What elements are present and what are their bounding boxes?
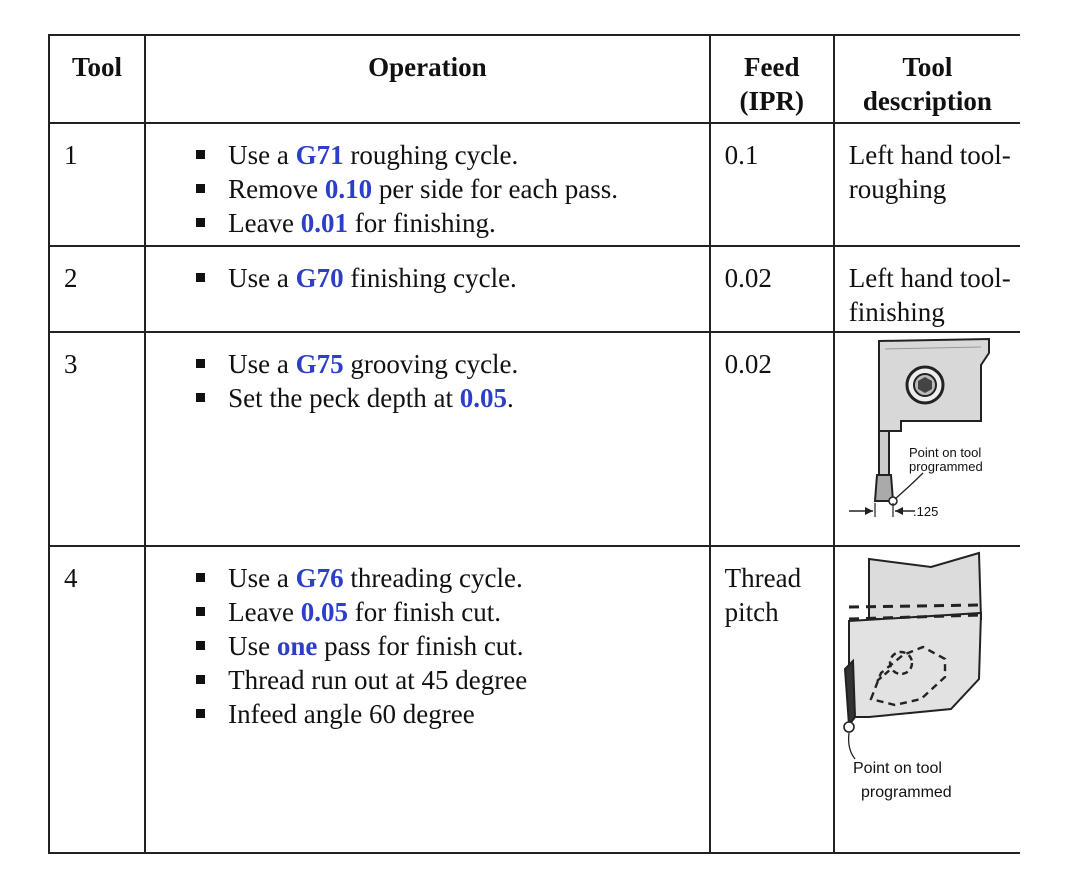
grooving-tool-figure: Point on tool programmed .125: [848, 337, 990, 519]
figure-label: Point on tool: [909, 445, 981, 460]
threading-tool-figure: Point on tool programmed: [842, 551, 982, 801]
operation-item: Use a G71 roughing cycle.: [188, 138, 709, 172]
operation-item: Use a G75 grooving cycle.: [188, 347, 709, 381]
tool-number: 3: [47, 331, 147, 547]
figure-label: programmed: [861, 784, 952, 801]
operation-item: Use one pass for finish cut.: [188, 629, 709, 663]
table-row: 1 Use a G71 roughing cycle. Remove 0.10 …: [47, 122, 1020, 247]
feed-cell: 0.02: [708, 331, 835, 547]
tool-number: 1: [47, 122, 147, 247]
operation-cell: Use a G71 roughing cycle. Remove 0.10 pe…: [144, 122, 711, 247]
tool-description-cell: Left hand tool-finishing: [832, 245, 1020, 333]
feed-cell: 0.1: [708, 122, 835, 247]
tool-number: 4: [47, 545, 147, 854]
header-tool: Tool: [47, 34, 147, 124]
grooving-tool-figure-cell: Point on tool programmed .125: [832, 331, 1020, 547]
operation-item: Leave 0.05 for finish cut.: [188, 595, 709, 629]
operation-item: Thread run out at 45 degree: [188, 663, 709, 697]
operation-item: Use a G70 finishing cycle.: [188, 261, 709, 295]
operation-cell: Use a G75 grooving cycle. Set the peck d…: [144, 331, 711, 547]
dimension-label: .125: [913, 504, 938, 519]
operation-item: Set the peck depth at 0.05.: [188, 381, 709, 415]
operation-cell: Use a G76 threading cycle. Leave 0.05 fo…: [144, 545, 711, 854]
tool-number: 2: [47, 245, 147, 333]
table-row: 2 Use a G70 finishing cycle. 0.02 Left h…: [47, 245, 1020, 333]
header-operation: Operation: [144, 34, 711, 124]
threading-tool-figure-cell: Point on tool programmed: [832, 545, 1020, 854]
operation-item: Use a G76 threading cycle.: [188, 561, 709, 595]
tool-description-cell: Left hand tool-roughing: [832, 122, 1020, 247]
operation-item: Leave 0.01 for finishing.: [188, 206, 709, 240]
header-feed: Feed(IPR): [708, 34, 835, 124]
figure-label: programmed: [909, 459, 983, 474]
feed-cell: 0.02: [708, 245, 835, 333]
operation-cell: Use a G70 finishing cycle.: [144, 245, 711, 333]
table-row: 4 Use a G76 threading cycle. Leave 0.05 …: [47, 545, 1020, 854]
table-row: 3 Use a G75 grooving cycle. Set the peck…: [47, 331, 1020, 547]
operation-item: Infeed angle 60 degree: [188, 697, 709, 731]
operation-item: Remove 0.10 per side for each pass.: [188, 172, 709, 206]
figure-label: Point on tool: [853, 760, 942, 777]
